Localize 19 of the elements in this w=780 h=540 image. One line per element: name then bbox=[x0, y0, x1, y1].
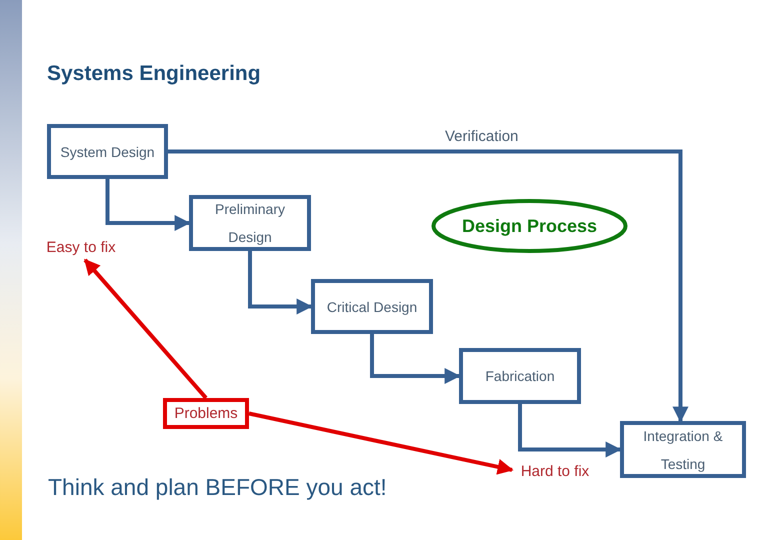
slide-title: Systems Engineering bbox=[47, 62, 261, 86]
note-text: Think and plan BEFORE you act! bbox=[48, 474, 387, 501]
process-box: Critical Design bbox=[311, 279, 433, 334]
connector-arrow bbox=[518, 404, 622, 458]
connector-arrow bbox=[248, 251, 313, 314]
edge-label: Verification bbox=[443, 128, 520, 144]
process-box: Integration & Testing bbox=[620, 421, 746, 478]
process-box: Fabrication bbox=[459, 348, 581, 404]
process-box: System Design bbox=[47, 124, 168, 179]
annotation-text: Easy to fix bbox=[40, 236, 122, 258]
connector-arrow bbox=[168, 150, 688, 423]
connector-arrow bbox=[370, 334, 461, 384]
connector-arrow bbox=[248, 412, 514, 475]
process-ellipse: Design Process bbox=[431, 199, 628, 253]
problem-box: Problems bbox=[163, 398, 249, 429]
connector-arrow bbox=[106, 179, 191, 231]
annotation-text: Hard to fix bbox=[514, 460, 596, 482]
process-box: Preliminary Design bbox=[189, 195, 311, 251]
connector-arrow bbox=[84, 258, 208, 400]
